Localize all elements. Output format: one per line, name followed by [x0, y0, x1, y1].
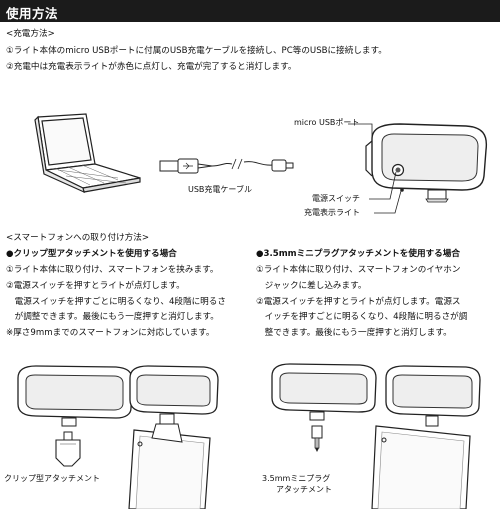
clip-line-3: 電源スイッチを押すごとに明るくなり、4段階に明るさ: [6, 297, 226, 307]
plug-title: ●3.5mmミニプラグアタッチメントを使用する場合: [256, 249, 460, 259]
micro-usb-port-label: micro USBポート: [294, 118, 360, 127]
laptop-illustration: [34, 113, 141, 194]
charge-light-label: 充電表示ライト: [304, 208, 360, 217]
light-body-illustration: [365, 123, 488, 203]
charging-step-1: ①ライト本体のmicro USBポートに付属のUSB充電ケーブルを接続し、PC等…: [6, 46, 387, 56]
mounting-heading: <スマートフォンへの取り付け方法>: [6, 233, 150, 243]
plug-line-3: ②電源スイッチを押すとライトが点灯します。電源ス: [256, 297, 461, 307]
usb-cable-illustration: [159, 158, 294, 174]
charging-step-2: ②充電中は充電表示ライトが赤色に点灯し、充電が完了すると消灯します。: [6, 62, 297, 72]
power-switch-label: 電源スイッチ: [312, 194, 360, 203]
clip-light-illustration: [17, 365, 133, 467]
clip-attachment-label: クリップ型アタッチメント: [4, 474, 100, 483]
clip-line-5: ※厚さ9mmまでのスマートフォンに対応しています。: [6, 328, 215, 338]
leader-lines: [348, 123, 402, 214]
plug-attachment-label-1: 3.5mmミニプラグ: [262, 474, 331, 483]
clip-line-1: ①ライト本体に取り付け、スマートフォンを挟みます。: [6, 265, 219, 275]
clip-phone-illustration: [128, 365, 219, 509]
plug-line-4: イッチを押すごとに明るくなり、4段階に明るさが調: [256, 312, 468, 322]
clip-line-2: ②電源スイッチを押すとライトが点灯します。: [6, 281, 185, 291]
plug-line-5: 整できます。最後にもう一度押すと消灯します。: [256, 328, 452, 338]
plug-phone-illustration: [371, 365, 481, 509]
plug-line-1: ①ライト本体に取り付け、スマートフォンのイヤホン: [256, 265, 461, 275]
usb-cable-label: USB充電ケーブル: [188, 185, 252, 194]
plug-light-illustration: [271, 363, 377, 452]
section-header: 使用方法: [0, 0, 500, 22]
charging-heading: <充電方法>: [6, 29, 55, 39]
section-title: 使用方法: [6, 6, 59, 21]
clip-line-4: が調整できます。最後にもう一度押すと消灯します。: [6, 312, 219, 322]
clip-title: ●クリップ型アタッチメントを使用する場合: [6, 249, 177, 259]
plug-attachment-label-2: アタッチメント: [276, 485, 332, 494]
plug-line-2: ジャックに差し込みます。: [256, 281, 367, 291]
